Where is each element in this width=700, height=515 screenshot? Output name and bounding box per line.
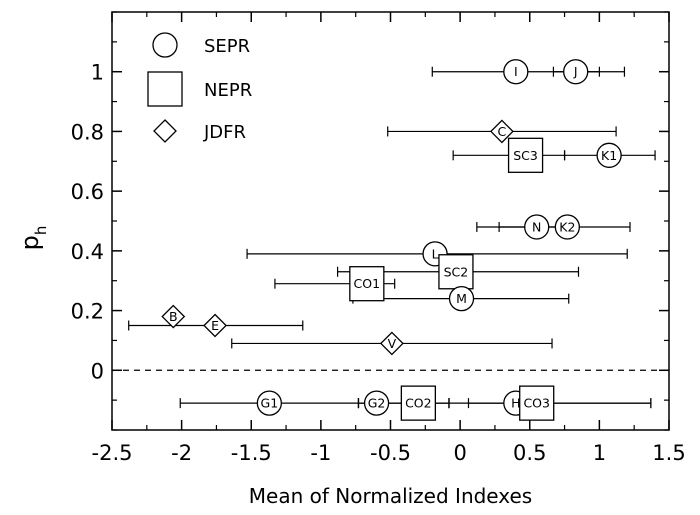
point-label-L: L [432,246,439,261]
square-marker-CO1 [349,266,385,302]
x-tick-label: 0.5 [513,441,546,465]
square-marker-CO2 [400,385,437,421]
y-axis-label-main: p [16,235,44,250]
point-label-J: J [573,64,578,79]
y-tick-label: 0.6 [71,180,104,204]
point-label-N: N [532,219,541,234]
y-tick-label: 0 [91,359,104,383]
point-label-SC3: SC3 [513,148,538,163]
y-tick-label: 0.2 [71,300,104,324]
point-label-CO3: CO3 [523,396,550,411]
legend: SEPR NEPR JDFR [147,32,252,143]
x-tick-label: 0 [453,441,466,465]
error-bars [128,66,656,409]
x-tick-label: -0.5 [370,441,411,465]
legend-diamond-icon [153,119,177,143]
point-label-G1: G1 [261,396,279,411]
legend-label: SEPR [204,36,250,57]
y-tick-label: 0.4 [71,240,104,264]
point-label-SC2: SC2 [444,264,469,279]
circle-marker-K1 [596,142,622,168]
y-tick-label: 0.8 [71,120,104,144]
point-label-CO1: CO1 [354,276,381,291]
y-tick-label: 1 [91,61,104,85]
circle-marker-M [448,285,475,312]
point-label-E: E [211,318,219,333]
x-tick-label: -2 [171,441,192,465]
diamond-marker-C [489,119,514,144]
square-marker-SC3 [507,137,544,173]
point-label-M: M [456,291,467,306]
circle-marker-I [503,59,529,85]
x-tick-label: 1.5 [652,441,685,465]
circle-marker-K2 [554,214,580,240]
point-label-K2: K2 [559,219,575,234]
legend-label: JDFR [203,122,246,143]
point-label-G2: G2 [368,396,386,411]
circle-marker-G1 [256,390,283,416]
legend-square-icon [147,71,183,107]
y-axis-label: ph [16,226,50,251]
x-axis-label: Mean of Normalized Indexes [249,484,532,508]
x-tick-label: 1 [593,441,606,465]
legend-circle-icon [152,32,178,58]
y-axis-ticks: 0 0.2 0.4 0.6 0.8 1 [71,11,669,431]
diamond-marker-V [379,331,404,356]
legend-label: NEPR [204,80,252,101]
x-axis-ticks: -2.5 -2 -1.5 -1 -0.5 0 0.5 1 1.5 [92,12,686,465]
x-tick-label: -2.5 [92,441,133,465]
point-label-B: B [169,309,178,324]
point-label-H: H [511,396,520,411]
square-marker-CO3 [519,385,555,421]
x-tick-label: -1 [310,441,331,465]
circle-marker-J [563,59,589,85]
point-label-C: C [498,124,507,139]
svg-text:ph: ph [16,226,50,251]
y-axis-label-subscript: h [32,226,50,236]
point-label-CO2: CO2 [405,396,432,411]
diamond-marker-E [203,313,227,338]
point-label-V: V [388,336,397,351]
x-tick-label: -1.5 [231,441,272,465]
point-label-I: I [514,64,518,79]
point-label-K1: K1 [601,148,617,163]
diamond-marker-B [161,304,186,329]
circle-marker-G2 [363,390,390,416]
circle-marker-N [524,214,550,240]
